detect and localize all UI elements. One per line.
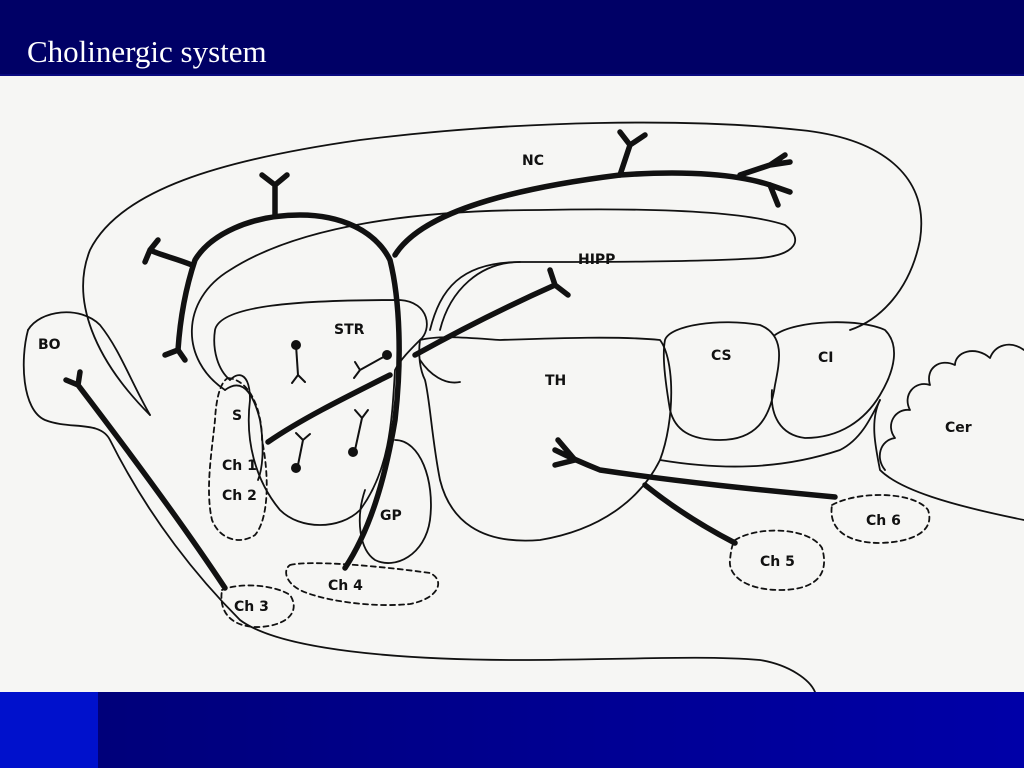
th-terminal — [552, 437, 578, 468]
cerebellum-outline — [873, 343, 1024, 521]
neuron-soma-4 — [348, 447, 358, 457]
neuron-soma-1 — [291, 340, 301, 350]
label-cer: Cer — [945, 420, 972, 436]
ch3-dashed-outline — [220, 584, 295, 628]
footer-accent-block — [0, 692, 98, 768]
label-gp: GP — [380, 508, 402, 524]
ch1-ch2-dashed-outline — [208, 377, 268, 541]
label-th: TH — [545, 373, 566, 389]
ch6-dashed-outline — [830, 494, 931, 544]
ch5-thalamic-projection — [642, 482, 738, 546]
striatal-neuron-1 — [291, 344, 306, 384]
title-divider — [0, 74, 1024, 76]
thalamus-outline — [418, 336, 673, 542]
label-ci: CI — [818, 350, 833, 366]
cortical-branch-top — [259, 172, 290, 218]
thalamus-lip — [419, 359, 461, 384]
striatal-neuron-3 — [295, 432, 311, 466]
neuron-soma-2 — [382, 350, 392, 360]
cs-outline — [662, 321, 780, 441]
inner-cortex-curve — [190, 208, 797, 391]
striatum-outline — [213, 299, 428, 526]
nc-branch-1 — [617, 129, 648, 178]
cortical-branch-bottom — [162, 347, 188, 363]
striatal-neuron-4 — [354, 409, 369, 451]
cortical-branch-left — [142, 237, 195, 268]
label-ch1: Ch 1 — [222, 458, 257, 474]
ch5-dashed-outline — [729, 529, 825, 591]
footer-gradient-block — [98, 692, 1024, 768]
ch4-dashed-outline — [285, 562, 440, 606]
label-ch2: Ch 2 — [222, 488, 257, 504]
label-cs: CS — [711, 348, 732, 364]
ch4-cortical-projection — [175, 212, 402, 571]
nc-projection — [392, 170, 773, 258]
label-s: S — [232, 408, 242, 424]
cholinergic-diagram: NC HIPP BO STR TH CS CI Cer S GP Ch 1 Ch… — [22, 121, 1024, 693]
label-hipp: HIPP — [578, 252, 615, 268]
neuron-soma-3 — [291, 463, 301, 473]
label-str: STR — [334, 322, 365, 338]
slide-title: Cholinergic system — [27, 34, 267, 69]
septal-fiber — [265, 372, 393, 445]
label-bo: BO — [38, 337, 61, 353]
nc-branch-2 — [737, 152, 793, 208]
label-ch5: Ch 5 — [760, 554, 795, 570]
title-bar: Cholinergic system — [0, 0, 1024, 75]
brain-diagram-figure: NC HIPP BO STR TH CS CI Cer S GP Ch 1 Ch… — [0, 76, 1024, 693]
hipp-projection — [412, 267, 571, 358]
label-ch4: Ch 4 — [328, 578, 363, 594]
brainstem-outline — [659, 399, 881, 468]
ch6-thalamic-projection — [552, 447, 838, 500]
footer-bar — [0, 692, 1024, 768]
striatal-neuron-2 — [353, 354, 388, 379]
label-ch3: Ch 3 — [234, 599, 269, 615]
ch3-olfactory-projection — [63, 369, 228, 591]
label-nc: NC — [522, 153, 544, 169]
hippocampus-outline — [439, 261, 521, 331]
ci-outline — [770, 321, 895, 439]
globus-pallidus-outline — [358, 439, 432, 564]
label-ch6: Ch 6 — [866, 513, 901, 529]
cortex-outline — [82, 121, 923, 416]
olfactory-bulb-outline — [22, 329, 816, 693]
olfactory-bulb-top — [27, 311, 151, 416]
